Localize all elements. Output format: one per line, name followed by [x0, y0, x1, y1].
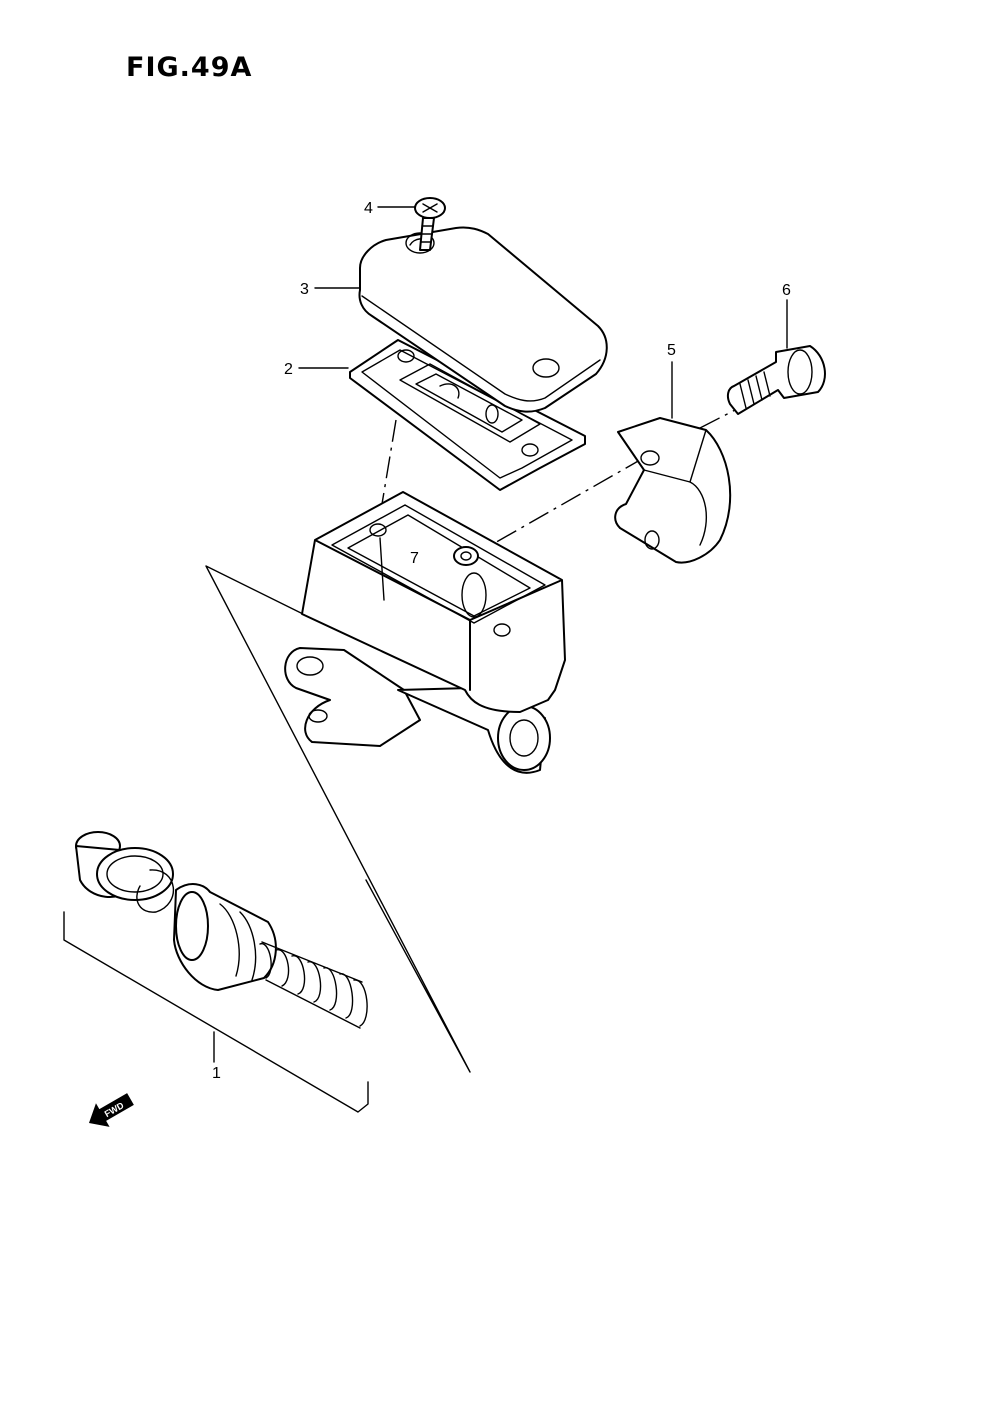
assembly-lines	[63, 409, 736, 1113]
master-cylinder-body	[284, 491, 566, 774]
axis-line-body-clamp	[464, 459, 641, 561]
callout-1: 1	[212, 1065, 221, 1082]
clamp-bolt	[726, 345, 826, 415]
figure-title: FIG.49A	[126, 52, 253, 83]
return-spring	[259, 941, 368, 1029]
piston-kit	[75, 831, 368, 1029]
callout-5: 5	[667, 342, 676, 359]
cap-screw	[414, 197, 446, 251]
diaphragm-plate	[349, 339, 586, 491]
axis-line-clamp-bolt	[699, 409, 736, 429]
kit-bracket	[63, 911, 369, 1113]
small-fitting	[453, 546, 479, 566]
callout-4: 4	[364, 200, 373, 217]
triangle-bracket	[205, 565, 471, 1073]
callout-2: 2	[284, 361, 293, 378]
fwd-arrow-icon: FWD	[89, 1093, 134, 1127]
callout-6: 6	[782, 282, 791, 299]
callout-3: 3	[300, 281, 309, 298]
callout-7: 7	[410, 550, 419, 567]
callout-labels: 1 2 3 4 5 6 7	[212, 200, 791, 1082]
reservoir-cap	[358, 226, 608, 413]
handlebar-clamp	[614, 417, 732, 564]
